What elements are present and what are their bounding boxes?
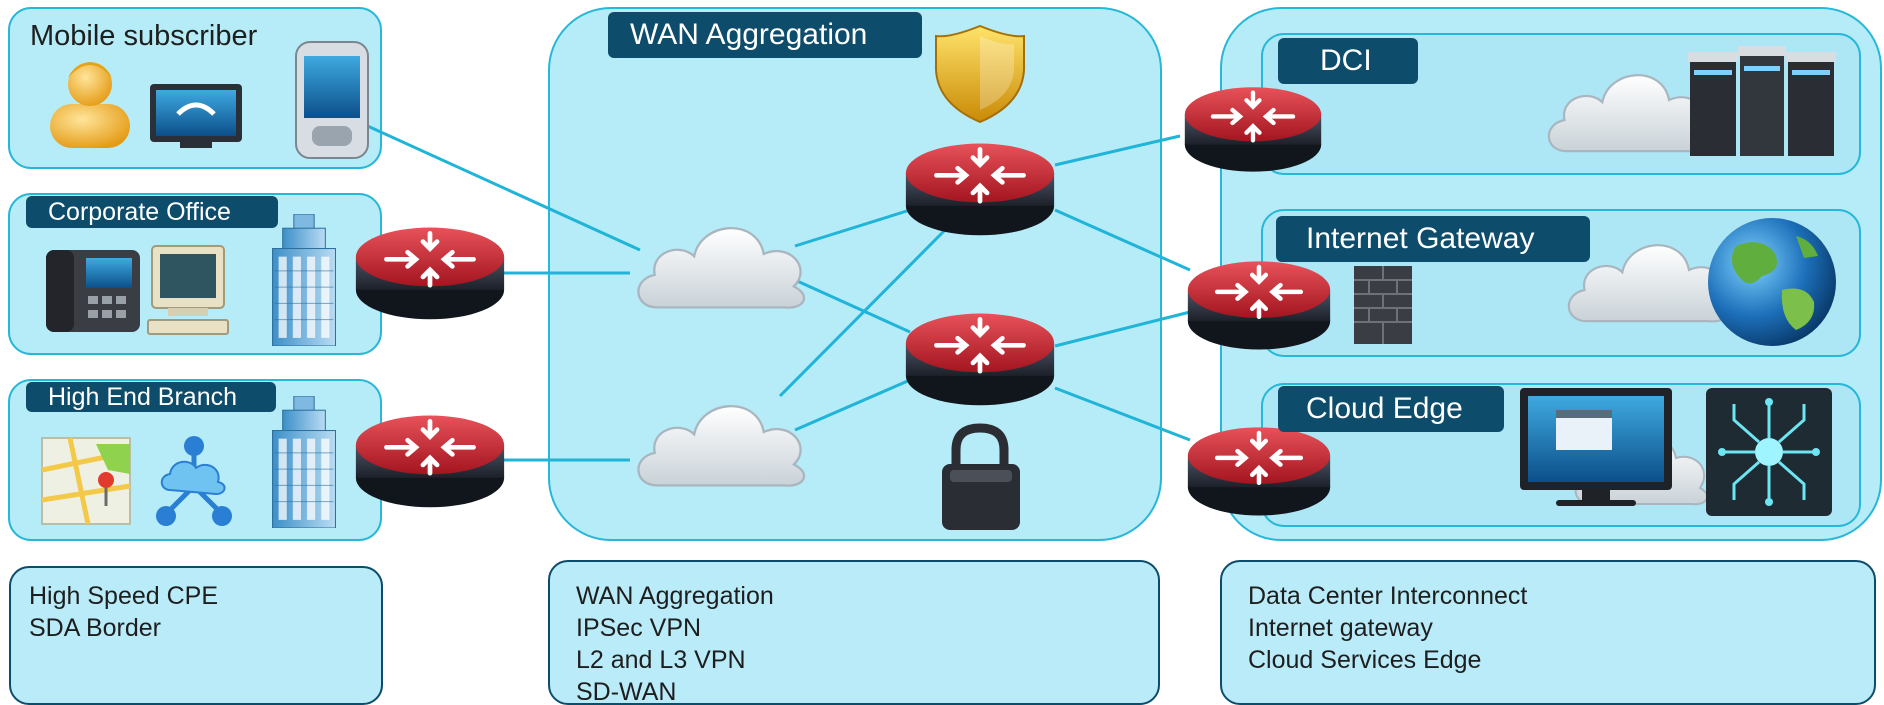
mobile-subscriber-title: Mobile subscriber — [30, 20, 258, 52]
link-routerB-cloudedge — [1054, 386, 1191, 442]
ip-phone-icon — [46, 250, 140, 332]
desc-middle-line-3: L2 and L3 VPN — [576, 646, 746, 674]
wan-capabilities-box: WAN Aggregation IPSec VPN L2 and L3 VPN … — [548, 560, 1160, 705]
network-hub-icon — [156, 436, 232, 526]
high-end-branch-tag: High End Branch — [26, 382, 276, 412]
desc-right-line-3: Cloud Services Edge — [1248, 646, 1482, 674]
desc-middle-line-4: SD-WAN — [576, 678, 677, 705]
dci-tag: DCI — [1278, 38, 1418, 84]
link-cloud2-routerA — [778, 223, 952, 398]
monitor-icon — [1520, 388, 1672, 506]
circuit-chip-icon — [1706, 388, 1832, 516]
desc-left-line-2: SDA Border — [29, 614, 162, 642]
wan-aggregation-tag: WAN Aggregation — [608, 12, 922, 58]
link-mobile-cloud — [349, 116, 641, 252]
server-rack-icon — [1688, 46, 1836, 156]
link-routerB-internet — [1054, 310, 1191, 348]
desc-right-line-1: Data Center Interconnect — [1248, 582, 1528, 610]
mobile-phone-icon — [295, 41, 369, 159]
edge-capabilities-box: Data Center Interconnect Internet gatewa… — [1220, 560, 1876, 705]
desc-middle-line-1: WAN Aggregation — [576, 582, 774, 610]
link-cloud1-routerB — [794, 278, 911, 334]
dci-router-icon — [1185, 87, 1321, 171]
branch-router-icon — [356, 416, 504, 508]
connection-lines — [349, 116, 1191, 462]
wan-router-upper-icon — [906, 144, 1054, 236]
internet-router-icon — [1188, 261, 1330, 349]
internet-gateway-tag: Internet Gateway — [1276, 216, 1590, 262]
site-capabilities-box: High Speed CPE SDA Border — [9, 566, 383, 705]
map-icon — [41, 437, 131, 525]
link-cloud1-routerA — [794, 208, 911, 248]
globe-icon — [1708, 218, 1836, 346]
desktop-computer-icon — [147, 245, 229, 335]
desc-left-line-1: High Speed CPE — [29, 582, 219, 610]
link-routerA-dci — [1054, 134, 1181, 167]
padlock-icon — [942, 423, 1020, 530]
corporate-office-tag: Corporate Office — [26, 196, 278, 228]
shield-icon — [935, 24, 1025, 124]
link-cloud2-routerB — [794, 378, 911, 432]
link-routerA-internet — [1054, 208, 1191, 272]
desc-right-line-2: Internet gateway — [1248, 614, 1433, 642]
user-icon — [50, 62, 130, 148]
firewall-icon — [1354, 266, 1412, 344]
cloud-edge-tag: Cloud Edge — [1278, 386, 1504, 432]
videophone-icon — [150, 84, 242, 148]
cloud-edge-router-icon — [1188, 427, 1330, 515]
corporate-router-icon — [356, 228, 504, 320]
desc-middle-line-2: IPSec VPN — [576, 614, 702, 642]
wan-router-lower-icon — [906, 314, 1054, 406]
